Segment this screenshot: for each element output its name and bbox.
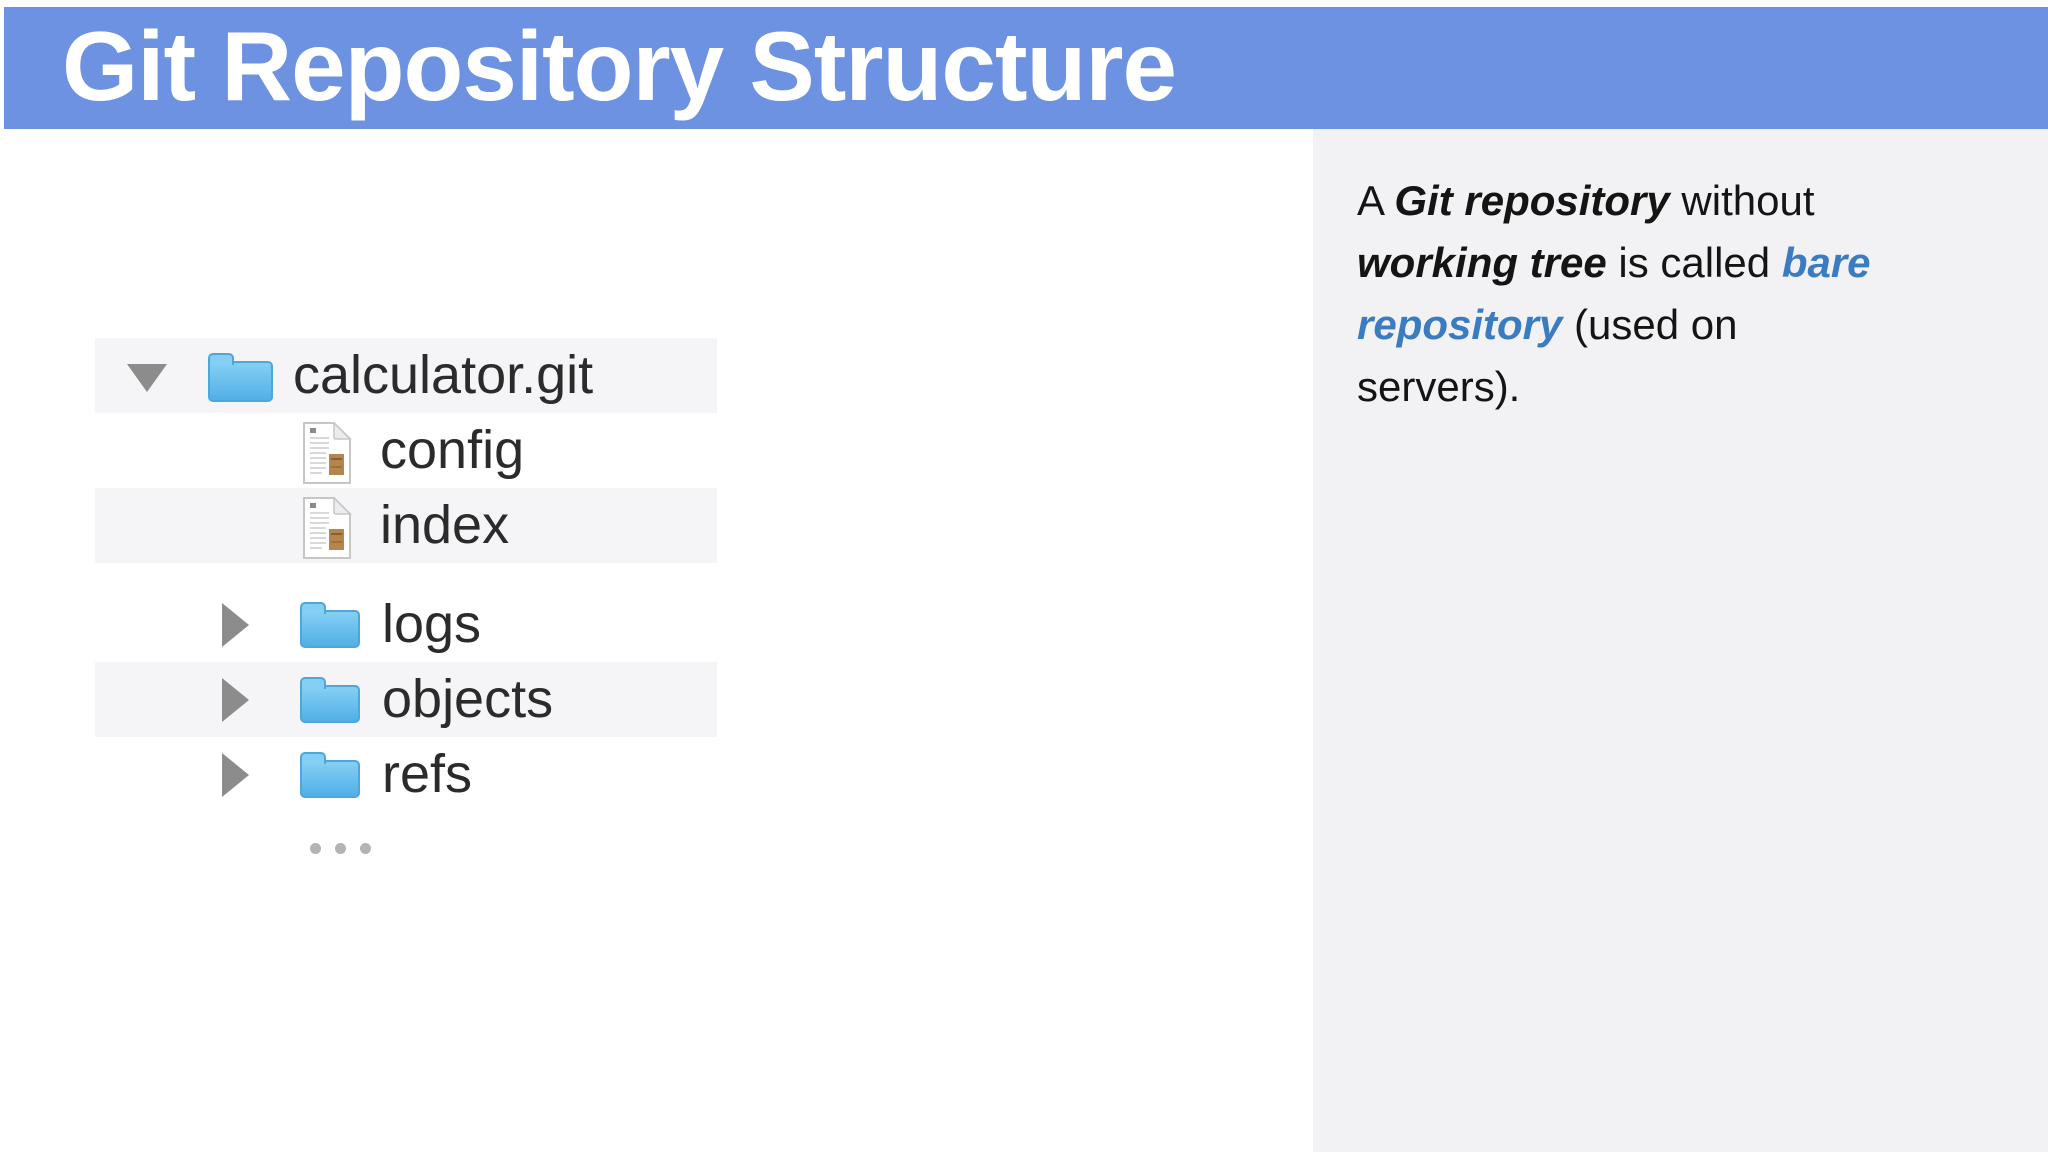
tree-row-index: index [95,488,717,563]
disclosure-collapsed-icon [222,678,249,722]
tree-item-label: index [380,495,510,555]
tree-gap [95,563,717,587]
tree-row-config: config [95,413,717,488]
note-text-segment: without [1669,177,1815,224]
folder-icon [208,353,273,402]
tree-item-label: config [380,420,525,480]
tree-item-label: logs [382,594,482,654]
note-text-segment: bare repository [1357,239,1871,348]
tree-row-objects: objects [95,662,717,737]
tree-item-label: objects [382,669,554,729]
note-panel: A Git repository without working tree is… [1313,129,2048,1152]
folder-icon [300,677,360,723]
note-text-segment: Git repository [1394,177,1670,224]
note-text-segment: (used on servers). [1357,301,1738,410]
tree-row-refs: refs [95,737,717,812]
document-icon [303,497,352,559]
disclosure-collapsed-icon [222,603,249,647]
file-tree: calculator.git config [95,338,717,898]
note-text-segment: working tree [1357,239,1607,286]
document-icon [303,422,352,484]
ellipsis-dot [310,843,321,854]
title-banner: Git Repository Structure [4,7,2048,129]
tree-item-label: refs [382,744,473,804]
folder-icon [300,602,360,648]
ellipsis-dot [360,843,371,854]
page-title: Git Repository Structure [62,11,1177,121]
ellipsis-dot [335,843,346,854]
tree-row-logs: logs [95,587,717,662]
note-text-segment: is called [1606,239,1782,286]
disclosure-expanded-icon [127,364,167,392]
folder-icon [300,752,360,798]
bare-repository-note: A Git repository without working tree is… [1357,170,1877,418]
tree-item-label: calculator.git [293,345,594,405]
disclosure-collapsed-icon [222,753,249,797]
note-text-segment: A [1357,177,1395,224]
tree-row-calculator-git: calculator.git [95,338,717,413]
tree-more-ellipsis-icon [310,843,371,854]
